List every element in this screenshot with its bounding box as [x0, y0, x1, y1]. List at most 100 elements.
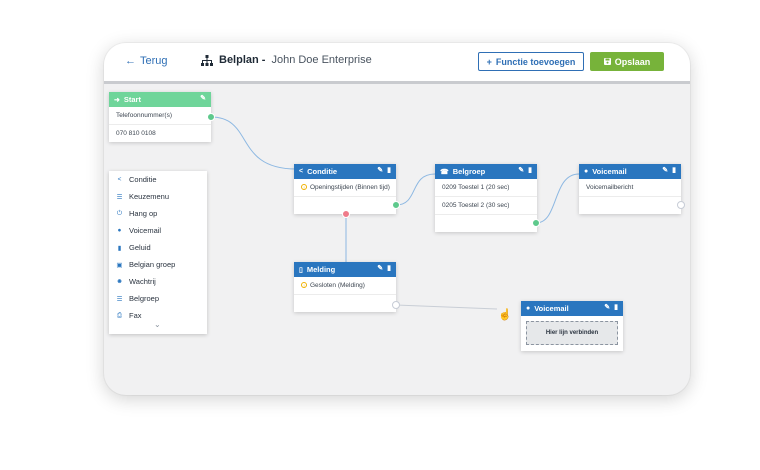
palette-item-label: Voicemail — [129, 226, 162, 235]
node-conditie-title: Conditie — [307, 167, 338, 176]
trash-icon[interactable]: ▮ — [672, 167, 676, 174]
palette-item-voicemail[interactable]: ● Voicemail — [109, 222, 207, 239]
node-belgroep-row: 0205 Toestel 2 (30 sec) — [435, 197, 537, 215]
port-conditie-bottom[interactable] — [342, 210, 350, 218]
hand-cursor-icon: ☝ — [498, 309, 512, 321]
microphone-icon: ● — [117, 227, 122, 234]
node-melding-empty-row — [294, 295, 396, 312]
wire-melding-drag — [395, 304, 498, 310]
add-function-button[interactable]: + Functie toevoegen — [478, 52, 584, 71]
trash-icon[interactable]: ▮ — [387, 167, 391, 174]
palette-item-geluid[interactable]: ▮ Geluid — [109, 239, 207, 256]
file-icon: ▯ — [299, 266, 303, 274]
trash-icon[interactable]: ▮ — [528, 167, 532, 174]
node-voicemail-target-header: ● Voicemail ✎ ▮ — [521, 301, 623, 316]
palette-item-label: Conditie — [129, 175, 157, 184]
node-start[interactable]: ➜ Start ✎ Telefoonnummer(s) 070 810 0108 — [109, 92, 211, 142]
port-start-out[interactable] — [207, 113, 215, 121]
microphone-icon: ● — [584, 168, 589, 175]
palette-item-belgroep[interactable]: ☰ Belgroep — [109, 290, 207, 307]
arrow-left-icon: ← — [125, 55, 136, 67]
node-belgroep-row: 0209 Toestel 1 (20 sec) — [435, 179, 537, 197]
palette-item-label: Belgroep — [129, 294, 160, 303]
edit-icon[interactable]: ✎ — [604, 304, 611, 311]
node-start-row: 070 810 0108 — [116, 130, 156, 137]
node-voicemail-row: Voicemailbericht — [579, 179, 681, 197]
node-belgroep[interactable]: ☎ Belgroep ✎ ▮ 0209 Toestel 1 (20 sec) 0… — [435, 164, 537, 232]
wire-conditie-to-belgroep — [395, 173, 436, 206]
list-icon: ☰ — [116, 193, 123, 201]
port-belgroep-out[interactable] — [532, 219, 540, 227]
node-conditie[interactable]: < Conditie ✎ ▮ !Openingstijden (Binnen t… — [294, 164, 396, 214]
node-belgroep-title: Belgroep — [452, 167, 486, 176]
file-audio-icon: ▮ — [117, 244, 122, 252]
power-icon: ⏻ — [116, 209, 123, 217]
node-conditie-row-label: Openingstijden (Binnen tijd) — [310, 184, 390, 191]
node-voicemail[interactable]: ● Voicemail ✎ ▮ Voicemailbericht — [579, 164, 681, 214]
palette-item-conditie[interactable]: < Conditie — [109, 171, 207, 188]
image-icon: ▣ — [116, 261, 123, 269]
title-company: John Doe Enterprise — [271, 54, 372, 66]
microphone-icon: ● — [526, 305, 531, 312]
node-melding-title: Melding — [306, 265, 336, 274]
back-link[interactable]: ← Terug — [125, 55, 168, 67]
connection-lines — [210, 116, 580, 310]
edit-icon[interactable]: ✎ — [377, 167, 384, 174]
sign-in-icon: ➜ — [114, 96, 120, 104]
node-belgroep-empty-row — [435, 215, 537, 232]
port-voicemail-out[interactable] — [677, 201, 685, 209]
palette-item-label: Fax — [129, 311, 142, 320]
wire-belgroep-to-voicemail — [535, 173, 580, 224]
palette-item-keuzemenu[interactable]: ☰ Keuzemenu — [109, 188, 207, 205]
title-bold: Belplan - — [219, 54, 266, 66]
palette-item-fax[interactable]: ⎙ Fax — [109, 307, 207, 324]
trash-icon[interactable]: ▮ — [614, 304, 618, 311]
floppy-disk-icon — [603, 58, 611, 65]
save-button[interactable]: Opslaan — [590, 52, 664, 71]
edit-icon[interactable]: ✎ — [662, 167, 669, 174]
node-melding-row: !Gesloten (Melding) — [294, 277, 396, 295]
warning-icon: ! — [301, 282, 307, 289]
palette-item-hang-op[interactable]: ⏻Hang op — [109, 205, 207, 222]
drop-zone[interactable]: Hier lijn verbinden — [526, 321, 618, 345]
node-voicemail-empty-row — [579, 197, 681, 214]
palette-item-belgian-groep[interactable]: ▣Belgian groep — [109, 256, 207, 273]
node-voicemail-title: Voicemail — [592, 167, 627, 176]
top-bar: ← Terug Belplan - John Doe Enterprise + … — [104, 43, 690, 81]
wire-start-to-conditie — [210, 116, 297, 170]
edit-icon[interactable]: ✎ — [200, 95, 206, 102]
node-voicemail-header: ● Voicemail ✎ ▮ — [579, 164, 681, 179]
port-melding-out[interactable] — [392, 301, 400, 309]
node-start-header: ➜ Start ✎ — [109, 92, 211, 107]
save-label: Opslaan — [614, 56, 651, 67]
node-melding-row-label: Gesloten (Melding) — [310, 282, 365, 289]
node-start-row: Telefoonnummer(s) — [109, 107, 211, 125]
edit-icon[interactable]: ✎ — [377, 265, 384, 272]
share-icon: < — [117, 176, 122, 183]
node-belgroep-header: ☎ Belgroep ✎ ▮ — [435, 164, 537, 179]
node-start-title: Start — [123, 95, 141, 104]
function-palette: < Conditie ☰ Keuzemenu ⏻Hang op ● Voicemail… — [109, 171, 207, 334]
plus-icon: + — [486, 56, 492, 67]
warning-icon: ! — [301, 184, 307, 191]
port-conditie-out[interactable] — [392, 201, 400, 209]
palette-item-label: Geluid — [129, 243, 151, 252]
list-icon: ☰ — [116, 295, 123, 303]
node-conditie-header: < Conditie ✎ ▮ — [294, 164, 396, 179]
chevron-down-icon[interactable]: ⌄ — [154, 320, 161, 329]
node-melding-header: ▯ Melding ✎ ▮ — [294, 262, 396, 277]
node-voicemail-target[interactable]: ● Voicemail ✎ ▮ Hier lijn verbinden — [521, 301, 623, 351]
share-icon: < — [299, 168, 304, 175]
sitemap-icon — [201, 54, 213, 66]
palette-item-label: Keuzemenu — [129, 192, 170, 201]
node-melding[interactable]: ▯ Melding ✎ ▮ !Gesloten (Melding) — [294, 262, 396, 312]
edit-icon[interactable]: ✎ — [518, 167, 525, 174]
palette-item-wachtrij[interactable]: ☻Wachtrij — [109, 273, 207, 290]
trash-icon[interactable]: ▮ — [387, 265, 391, 272]
fax-icon: ⎙ — [116, 311, 123, 319]
palette-item-label: Wachtrij — [129, 277, 156, 286]
node-voicemail-target-title: Voicemail — [534, 304, 569, 313]
add-function-label: Functie toevoegen — [495, 56, 576, 67]
back-label: Terug — [140, 55, 168, 67]
node-conditie-row: !Openingstijden (Binnen tijd) — [294, 179, 396, 197]
